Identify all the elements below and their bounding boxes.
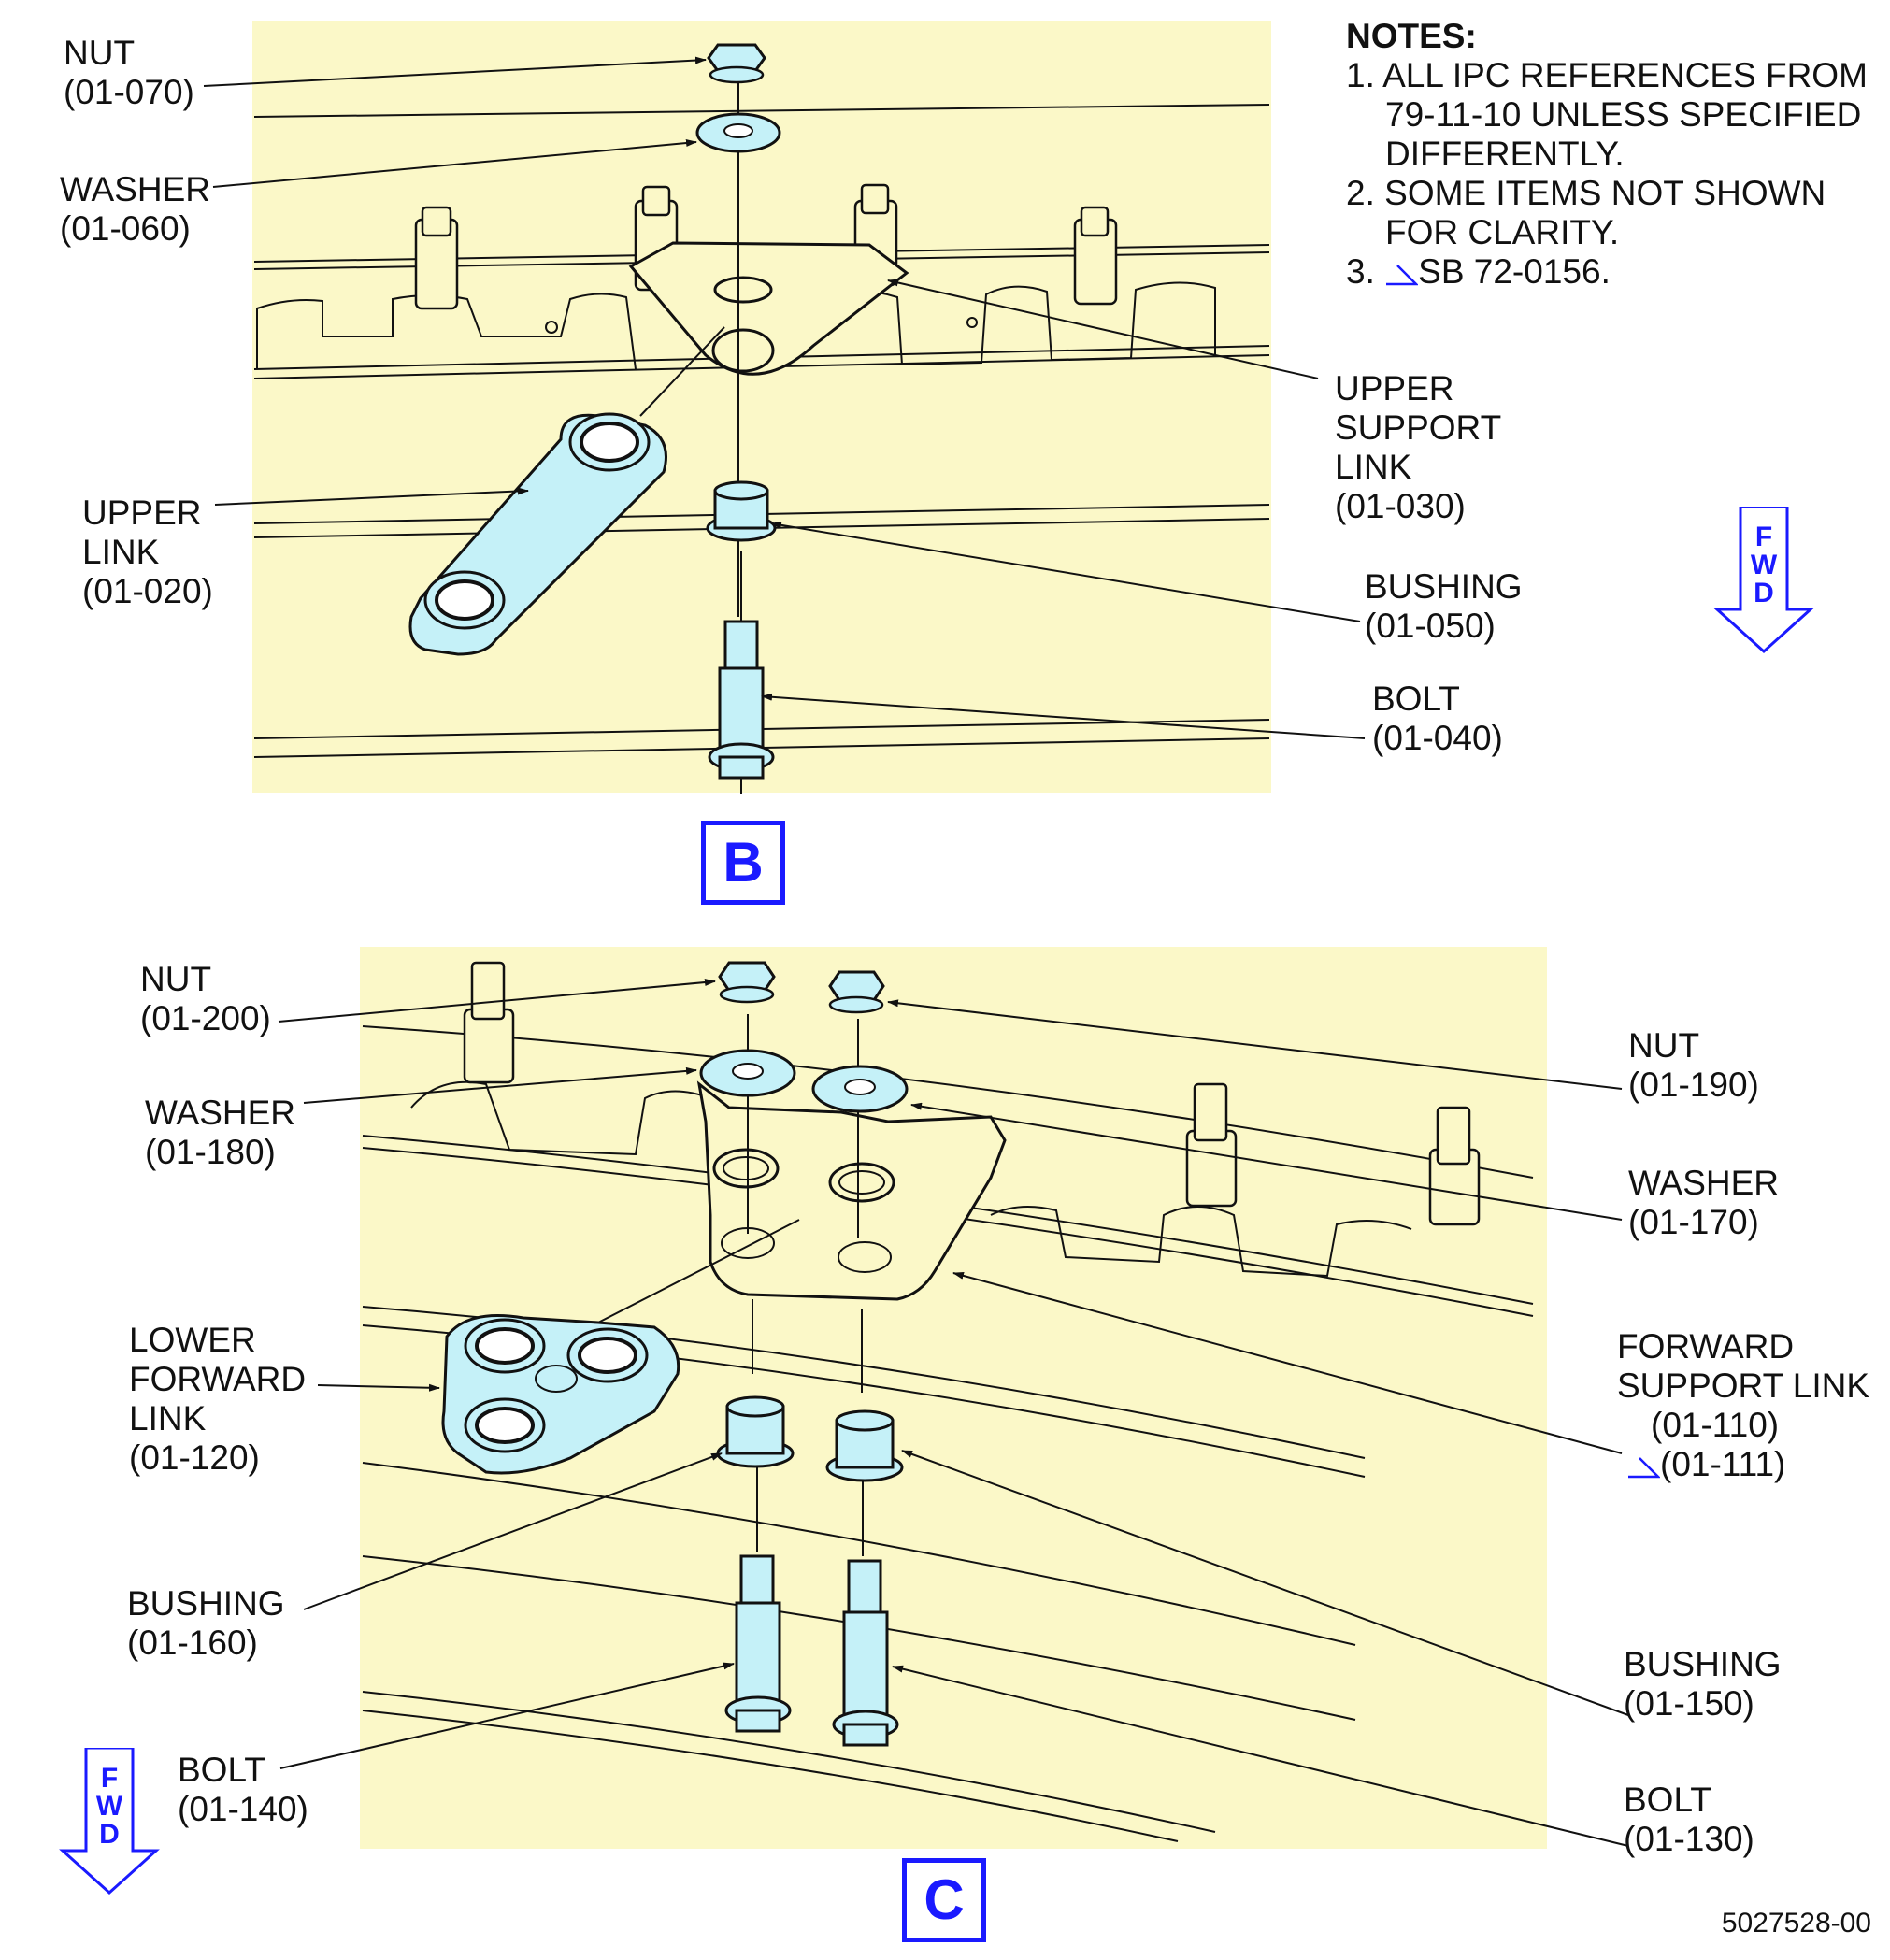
nut-01-190-shape [828, 970, 885, 1002]
bolt-01-040-shape [708, 620, 775, 780]
note-1-cont-2: DIFFERENTLY. [1385, 135, 1625, 173]
callout-nut-01-070: NUT(01-070) [64, 34, 194, 111]
callout-bolt-01-140: BOLT(01-140) [178, 1751, 308, 1828]
note-1: 1. ALL IPC REFERENCES FROM [1346, 56, 1868, 94]
down-arrow-icon [59, 1748, 160, 1896]
note-2-cont-1: FOR CLARITY. [1385, 213, 1620, 251]
callout-01-111-row: (01-111) [1617, 1445, 1869, 1484]
note-2: 2. SOME ITEMS NOT SHOWN [1346, 174, 1826, 212]
case-studs-c [463, 961, 1481, 1226]
notes-block: NOTES: 1. ALL IPC REFERENCES FROM 79-11-… [1346, 17, 1868, 292]
callout-bushing-01-150: BUSHING(01-150) [1624, 1645, 1782, 1723]
sb-effectivity-flag-icon [1628, 1457, 1660, 1479]
callout-washer-01-170: WASHER(01-170) [1628, 1164, 1780, 1241]
upper-link-01-020-shape [408, 412, 667, 656]
callout-bolt-01-130: BOLT(01-130) [1624, 1781, 1754, 1858]
fwd-letter-f: F [100, 1763, 119, 1794]
bolt-01-140-shape [724, 1554, 792, 1733]
note-1-cont-1: 79-11-10 UNLESS SPECIFIED [1385, 95, 1862, 134]
view-b-tag: B [701, 821, 785, 905]
callout-bushing-01-050: BUSHING(01-050) [1365, 567, 1523, 645]
view-c-tag: C [902, 1858, 986, 1942]
sb-effectivity-flag-icon [1386, 265, 1419, 286]
view-c-leader-lines [278, 979, 1629, 1847]
callout-washer-01-060: WASHER(01-060) [60, 170, 211, 248]
drawing-number: 5027528-00 [1721, 1908, 1871, 1939]
callout-washer-01-180: WASHER(01-180) [145, 1094, 296, 1171]
fwd-arrow-c: F W D [58, 1748, 161, 1897]
fwd-letter-f: F [1754, 522, 1773, 552]
fwd-letter-d: D [1754, 578, 1774, 608]
down-arrow-icon [1713, 507, 1814, 654]
fwd-letter-d: D [99, 1819, 120, 1850]
bolt-01-130-shape [832, 1559, 899, 1747]
callout-bolt-01-040: BOLT(01-040) [1372, 680, 1503, 757]
bushing-01-160-shape [716, 1395, 795, 1468]
lower-forward-link-01-120-shape [441, 1314, 680, 1475]
fwd-letter-w: W [1750, 550, 1778, 580]
callout-nut-01-190: NUT(01-190) [1628, 1026, 1759, 1104]
fwd-letter-w: W [95, 1791, 123, 1822]
callout-nut-01-200: NUT(01-200) [140, 960, 271, 1037]
note-3: 3. SB 72-0156. [1346, 252, 1611, 291]
view-c-diagram [278, 947, 1629, 1849]
bushing-01-150-shape [825, 1409, 904, 1482]
callout-bushing-01-160: BUSHING(01-160) [127, 1584, 285, 1662]
view-b-diagram [203, 21, 1366, 794]
callout-forward-support-link-01-110: FORWARD SUPPORT LINK (01-110) (01-111) [1617, 1327, 1870, 1484]
notes-heading: NOTES: [1346, 17, 1477, 55]
bushing-01-050-shape [706, 480, 777, 542]
fwd-arrow-b: F W D [1712, 507, 1815, 656]
view-b-leader-lines [203, 56, 1366, 739]
